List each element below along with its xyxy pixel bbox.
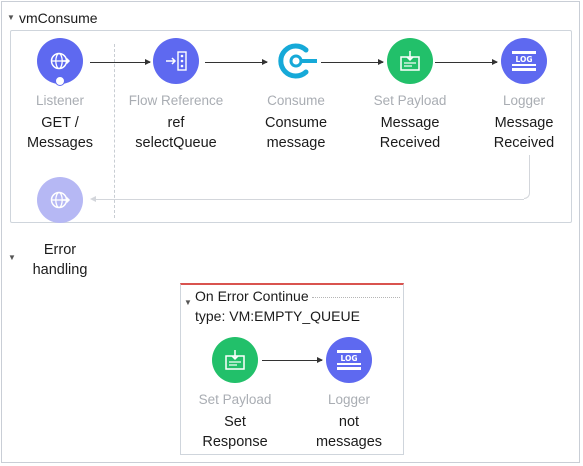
globe-arrow-icon <box>50 191 71 209</box>
listener-icon-circle[interactable] <box>37 38 83 86</box>
connector-arrow <box>321 59 384 65</box>
connector-arrow <box>435 59 498 65</box>
handler-logger-type-label: Logger <box>327 392 371 407</box>
listener-source-badge <box>55 76 65 86</box>
source-separator <box>114 44 115 218</box>
set-payload-name-line2: Received <box>379 135 441 151</box>
listener-name-line1: GET / <box>41 115 79 131</box>
handler-logger-name-line1: not <box>338 414 360 430</box>
error-handling-line1: Error <box>43 242 77 258</box>
flow-reference-icon-circle[interactable] <box>153 38 199 84</box>
svg-text:LOG: LOG <box>515 55 532 64</box>
set-payload-icon-circle[interactable] <box>387 38 433 84</box>
consume-type-label: Consume <box>267 93 325 108</box>
handler-collapse-toggle[interactable]: ▼ <box>184 298 192 307</box>
set-payload-name-line1: Message <box>380 115 440 131</box>
consume-name-line2: message <box>266 135 326 151</box>
handler-title: On Error Continue <box>195 288 309 304</box>
flow-title[interactable]: vmConsume <box>19 10 98 26</box>
handler-logger-component[interactable]: LOG Logger not messages <box>294 337 404 452</box>
consume-name-line1: Consume <box>264 115 328 131</box>
set-payload-icon <box>225 350 245 370</box>
connector-arrow <box>205 59 268 65</box>
flow-reference-type-label: Flow Reference <box>128 93 224 108</box>
logger-component[interactable]: LOG Logger Message Received <box>469 38 579 153</box>
handler-set-payload-type-label: Set Payload <box>198 392 272 407</box>
logger-icon-circle[interactable]: LOG <box>501 38 547 84</box>
listener-component[interactable]: Listener GET / Messages <box>5 38 115 153</box>
flow-reference-name-line2: selectQueue <box>135 135 217 151</box>
handler-error-type: type: VM:EMPTY_QUEUE <box>195 308 360 324</box>
flow-reference-name-line1: ref <box>167 115 185 131</box>
set-payload-component[interactable]: Set Payload Message Received <box>355 38 465 153</box>
logger-name-line2: Received <box>493 135 555 151</box>
flow-container <box>10 30 572 223</box>
handler-set-payload-name-line1: Set <box>224 414 246 430</box>
handler-logger-icon-circle[interactable]: LOG <box>326 337 372 383</box>
handler-set-payload-component[interactable]: Set Payload Set Response <box>180 337 290 452</box>
listener-name-line2: Messages <box>26 135 94 151</box>
response-return-line <box>524 155 530 199</box>
listener-response-icon-circle[interactable] <box>37 177 83 223</box>
set-payload-type-label: Set Payload <box>373 93 447 108</box>
handler-title-divider <box>312 297 400 298</box>
logger-name-line1: Message <box>494 115 554 131</box>
error-handling-section-label[interactable]: Error handling <box>10 240 110 280</box>
connector-arrow <box>90 59 151 65</box>
listener-response-node[interactable] <box>10 177 110 223</box>
response-return-arrowhead <box>90 196 96 202</box>
handler-logger-name-line2: messages <box>315 434 383 450</box>
globe-arrow-icon <box>50 52 71 70</box>
handler-set-payload-icon-circle[interactable] <box>212 337 258 383</box>
response-return-line <box>96 199 524 200</box>
flow-reference-icon <box>166 51 187 71</box>
log-icon: LOG <box>337 350 361 370</box>
error-handling-line2: handling <box>32 262 88 278</box>
error-handling-collapse-toggle[interactable]: ▼ <box>8 253 16 262</box>
consume-component[interactable]: Consume Consume message <box>241 38 351 153</box>
flow-reference-component[interactable]: Flow Reference ref selectQueue <box>121 38 231 153</box>
handler-set-payload-name-line2: Response <box>202 434 268 450</box>
svg-text:LOG: LOG <box>340 354 357 363</box>
log-icon: LOG <box>512 51 536 71</box>
on-error-continue-scope[interactable] <box>180 283 404 455</box>
vm-consume-icon <box>278 43 317 79</box>
listener-type-label: Listener <box>35 93 85 108</box>
flow-collapse-toggle[interactable]: ▼ <box>7 13 15 22</box>
set-payload-icon <box>400 51 420 71</box>
consume-icon-circle[interactable] <box>273 38 319 84</box>
logger-type-label: Logger <box>502 93 546 108</box>
connector-arrow <box>262 357 323 363</box>
